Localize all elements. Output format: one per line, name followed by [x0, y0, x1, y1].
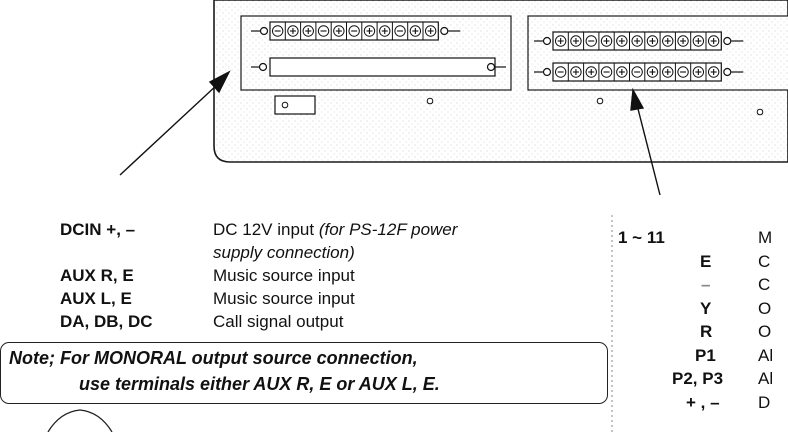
right-desc-e: C [758, 252, 771, 271]
right-desc-r: O [758, 322, 772, 341]
right-key-p1: P1 [695, 346, 716, 365]
dcin-desc-italic: (for PS-12F power [318, 220, 458, 239]
terminal-screw [363, 25, 376, 37]
terminal-screw [271, 25, 284, 37]
terminal-screw [394, 25, 406, 37]
note-line-2: use terminals either AUX R, E or AUX L, … [79, 374, 440, 394]
terminal-screw [646, 35, 659, 47]
terminal-screw [287, 25, 299, 37]
right-desc-minus: C [758, 275, 771, 294]
terminal-screw [554, 66, 567, 78]
screw [426, 97, 434, 105]
terminal-desc-aux-l: Music source input [213, 289, 355, 308]
terminal-screw [348, 25, 360, 37]
right-desc-1-11: M [758, 228, 773, 247]
note-box: Note; For MONORAL output source connecti… [0, 342, 608, 404]
terminal-screw [333, 25, 345, 37]
dcin-desc-main: DC 12V input [213, 220, 319, 239]
strip-top-right [534, 31, 744, 51]
panel-switch [274, 95, 316, 115]
terminal-key-dcin: DCIN +, – [60, 220, 136, 239]
right-key-e: E [700, 252, 712, 271]
terminal-desc-dcin-cont: supply connection) [213, 243, 355, 262]
terminal-screw [662, 35, 674, 47]
screw [596, 97, 604, 105]
terminal-screw [662, 66, 674, 78]
terminal-screw [585, 66, 597, 78]
right-key-1-11: 1 ~ 11 [618, 228, 665, 247]
note-line-1: Note; For MONORAL output source connecti… [9, 348, 418, 368]
terminal-screw [379, 25, 391, 37]
terminal-screw [677, 35, 689, 47]
terminal-screw [600, 35, 613, 47]
right-desc-p1: Al [758, 346, 774, 365]
terminal-desc-da-db-dc: Call signal output [213, 312, 344, 331]
terminal-screw [600, 66, 613, 78]
arrow-right-callout [630, 87, 661, 196]
screw [756, 108, 764, 116]
terminal-screw [585, 35, 597, 47]
terminal-screw [692, 35, 705, 47]
terminal-screw [677, 66, 689, 78]
right-key-y: Y [700, 299, 712, 318]
terminal-screw [570, 35, 582, 47]
right-key-r: R [700, 322, 713, 341]
terminal-key-da-db-dc: DA, DB, DC [60, 312, 153, 331]
terminal-screw [707, 35, 720, 47]
terminal-screw [554, 35, 567, 47]
terminal-screw [409, 25, 422, 37]
terminal-screw [616, 66, 628, 78]
terminal-screw [424, 25, 437, 37]
terminal-screw [631, 66, 643, 78]
terminal-desc-dcin: DC 12V input (for PS-12F power [213, 220, 457, 240]
terminal-screw [570, 66, 582, 78]
right-desc-p2-p3: Al [758, 369, 774, 388]
terminal-screw [616, 35, 628, 47]
terminal-screw [631, 35, 643, 47]
right-desc-y: O [758, 299, 772, 318]
terminal-screw [302, 25, 314, 37]
right-key-minus: – [701, 275, 711, 294]
blank-terminal-strip [251, 57, 506, 77]
strip-top-left [251, 21, 461, 41]
strip-bottom-right [534, 62, 744, 82]
arrow-left-callout [119, 70, 231, 176]
terminal-desc-aux-r: Music source input [213, 266, 355, 285]
terminal-key-aux-l: AUX L, E [60, 289, 132, 308]
terminal-key-aux-r: AUX R, E [60, 266, 134, 285]
terminal-screw [707, 66, 720, 78]
terminal-screw [317, 25, 330, 37]
right-key-p2-p3: P2, P3 [672, 369, 724, 388]
callout-circle-fragment [47, 409, 113, 432]
right-desc-plus-minus: D [758, 393, 771, 412]
right-key-plus-minus: + , – [686, 393, 720, 412]
terminal-screw [646, 66, 659, 78]
terminal-screw [692, 66, 705, 78]
